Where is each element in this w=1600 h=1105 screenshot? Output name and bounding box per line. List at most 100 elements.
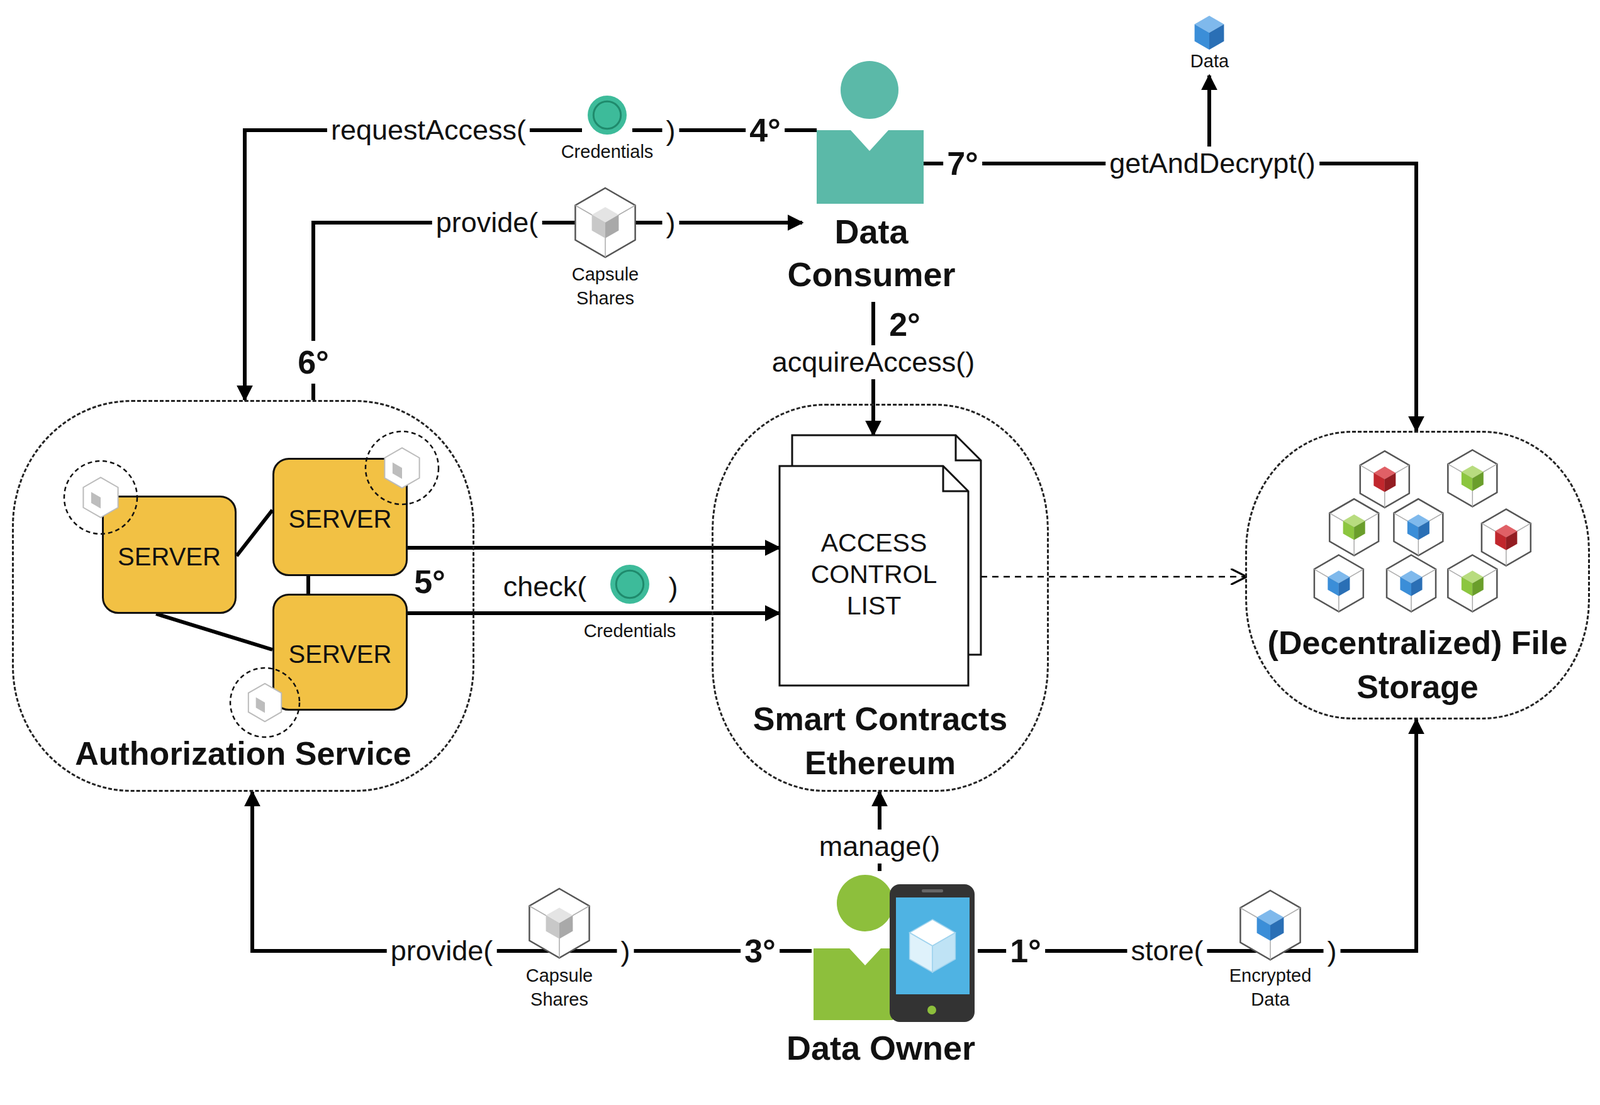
- edge-label: check(: [499, 570, 591, 605]
- callout-number: 2°: [885, 303, 925, 347]
- box-edge: [529, 906, 589, 959]
- cube-face: [932, 933, 956, 973]
- storage-region: (Decentralized) File Storage: [1245, 430, 1590, 720]
- share-box: [83, 477, 118, 518]
- cube-face: [1461, 576, 1473, 596]
- node-text: SERVER: [101, 541, 237, 572]
- person-head: [840, 61, 899, 119]
- cube-face: [909, 933, 933, 973]
- edge-label: provide(: [386, 934, 498, 969]
- callout-number: 7°: [943, 142, 983, 185]
- cube-face: [1461, 471, 1473, 491]
- cube-face: [256, 697, 265, 714]
- server-box: SERVER: [272, 458, 408, 577]
- box-edge: [1314, 569, 1364, 613]
- callout-number: 6°: [293, 341, 333, 384]
- edge-label: manage(): [815, 829, 945, 864]
- actor: Data Consumer: [770, 59, 973, 303]
- credential-token: [610, 565, 650, 605]
- phone: [889, 884, 975, 1023]
- callout-number: 1°: [1006, 929, 1046, 973]
- node-text: SERVER: [272, 639, 408, 670]
- data-icon: Data: [1186, 12, 1234, 76]
- box-edge: [1240, 908, 1300, 961]
- box-outline: [1447, 450, 1497, 508]
- cube-face: [1343, 520, 1355, 540]
- cube-face: [1384, 473, 1397, 493]
- flow-label: Encrypted Data: [1216, 963, 1325, 1012]
- document-box: ACCESS CONTROL LIST: [779, 435, 981, 686]
- phone-screen: [895, 897, 970, 995]
- node-text: ACCESS CONTROL LIST: [798, 527, 950, 622]
- box-outline: [1240, 890, 1300, 961]
- flow-label: Credentials: [580, 619, 681, 644]
- credential-token: [587, 95, 627, 135]
- cube-face: [605, 215, 619, 239]
- share-circle: [365, 431, 439, 505]
- flow-label: ): [665, 568, 683, 606]
- box-edge: [1447, 464, 1497, 508]
- edge-label: requestAccess(: [327, 113, 530, 148]
- cube-face: [1494, 531, 1507, 550]
- node-text: (Decentralized) File Storage: [1260, 620, 1575, 710]
- patch: [604, 561, 655, 610]
- service-region: Authorization ServiceSERVERSERVERSERVER: [11, 400, 475, 793]
- cube-face: [1327, 576, 1339, 596]
- flow-arrow: [156, 614, 273, 650]
- credential-ring: [593, 101, 621, 129]
- phone-speaker: [921, 889, 944, 893]
- box-edge: [1329, 513, 1379, 557]
- document-fold: [955, 435, 981, 461]
- node-text: Data Consumer: [770, 210, 973, 296]
- cube-face: [1194, 24, 1210, 51]
- cube-face: [1472, 471, 1484, 491]
- server-box: SERVER: [272, 593, 408, 711]
- person-body: [816, 130, 924, 204]
- cube-face: [1338, 576, 1351, 596]
- patch: [581, 91, 633, 140]
- flow-label: Capsule Shares: [554, 262, 657, 311]
- share-box: [384, 447, 420, 489]
- cube-face: [1399, 576, 1412, 596]
- flow-label: Credentials: [557, 139, 658, 164]
- node-text: Data Owner: [761, 1028, 1001, 1069]
- cube-face: [546, 916, 560, 940]
- node-text: Data: [1186, 50, 1234, 73]
- edge-label: provide(: [432, 205, 543, 240]
- node-text: SERVER: [272, 503, 408, 535]
- document-fold: [943, 466, 969, 492]
- flow-label: ): [662, 204, 680, 242]
- cube-face: [1257, 917, 1271, 942]
- platform-region: Smart Contracts Ethereum ACCESS CONTROL L…: [711, 403, 1049, 793]
- cube-face: [1411, 576, 1423, 596]
- share-circle: [64, 461, 138, 535]
- box-edge: [1393, 513, 1443, 557]
- share-box: [248, 683, 282, 723]
- flow-arrow: [236, 510, 273, 557]
- box-outline: [575, 188, 635, 258]
- person-head: [836, 875, 894, 932]
- cube-face: [392, 462, 403, 479]
- box-edge: [575, 205, 635, 258]
- cube-face: [91, 492, 101, 509]
- edge-label: acquireAccess(): [768, 345, 980, 380]
- flow-label: ): [1323, 933, 1341, 971]
- box-edge: [1447, 569, 1497, 613]
- box-outline: [1447, 555, 1497, 613]
- box-outline: [1481, 509, 1531, 567]
- edge-label: getAndDecrypt(): [1105, 146, 1320, 181]
- callout-number: 4°: [745, 108, 785, 152]
- actor: Data Owner: [761, 871, 1001, 1080]
- dashed-arrow: [980, 576, 1246, 579]
- callout-number: 3°: [740, 929, 780, 973]
- flow-arrow: [313, 222, 803, 401]
- document-sheet: [779, 466, 969, 686]
- node-text: Smart Contracts Ethereum: [729, 697, 1032, 786]
- cube-face: [592, 215, 606, 239]
- box-edge: [1386, 569, 1436, 613]
- flow-label: Capsule Shares: [508, 963, 611, 1012]
- flow-arrow: [244, 130, 817, 401]
- box-edge: [1481, 523, 1531, 567]
- box-outline: [1314, 555, 1364, 613]
